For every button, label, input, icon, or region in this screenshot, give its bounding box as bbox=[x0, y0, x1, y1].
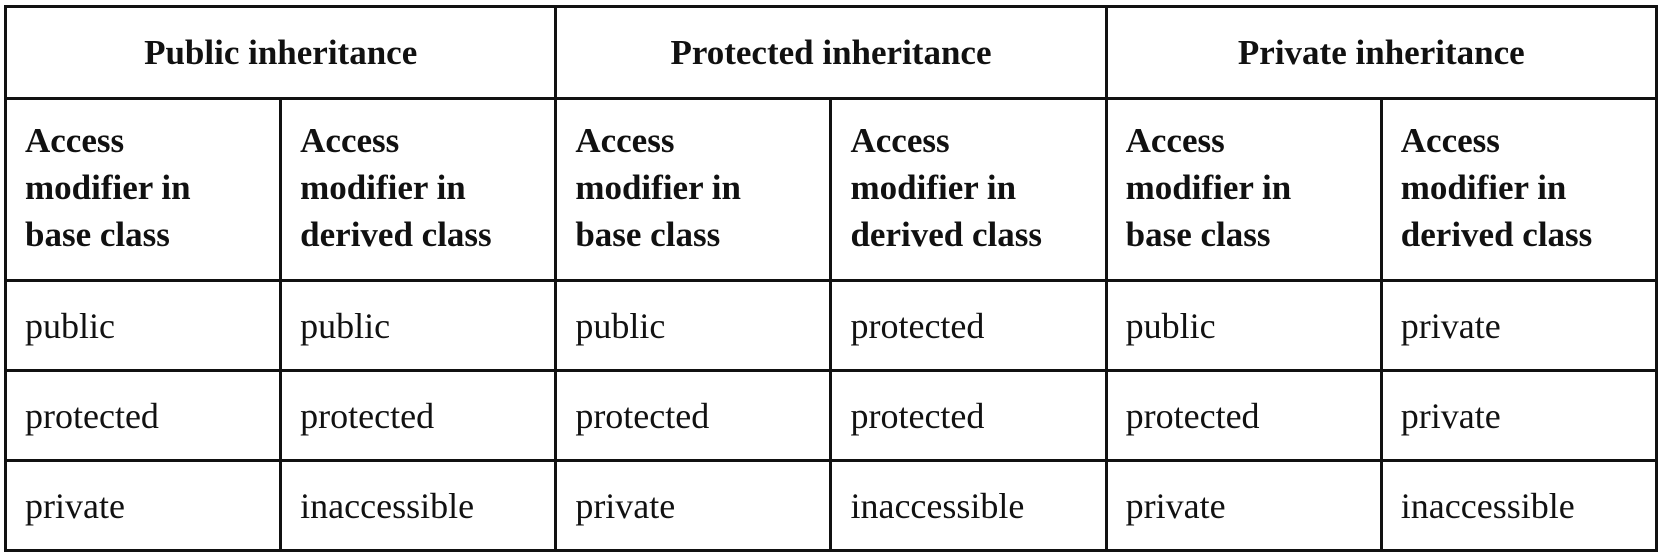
sub-header-private-base: Access modifier in base class bbox=[1104, 97, 1383, 282]
table-cell: public bbox=[1104, 279, 1383, 372]
table-cell: protected bbox=[1104, 369, 1383, 462]
sub-header-row: Access modifier in base class Access mod… bbox=[3, 97, 1658, 282]
group-header-row: Public inheritance Protected inheritance… bbox=[3, 5, 1658, 100]
table-row: public public public protected public pr… bbox=[3, 279, 1658, 372]
table-row: private inaccessible private inaccessibl… bbox=[3, 459, 1658, 552]
table-cell: public bbox=[554, 279, 833, 372]
table-cell: protected bbox=[279, 369, 558, 462]
table-cell: public bbox=[3, 279, 283, 372]
sub-header-protected-derived: Access modifier in derived class bbox=[829, 97, 1108, 282]
group-header-private: Private inheritance bbox=[1104, 5, 1658, 100]
sub-header-public-derived: Access modifier in derived class bbox=[279, 97, 558, 282]
table-cell: inaccessible bbox=[1379, 459, 1658, 552]
table-cell: private bbox=[554, 459, 833, 552]
table-cell: protected bbox=[829, 369, 1108, 462]
sub-header-public-base: Access modifier in base class bbox=[3, 97, 283, 282]
inheritance-access-table: Public inheritance Protected inheritance… bbox=[3, 5, 1658, 552]
table-cell: inaccessible bbox=[279, 459, 558, 552]
table-container: Public inheritance Protected inheritance… bbox=[3, 5, 1658, 552]
sub-header-protected-base: Access modifier in base class bbox=[554, 97, 833, 282]
table-cell: private bbox=[1379, 369, 1658, 462]
group-header-protected: Protected inheritance bbox=[554, 5, 1108, 100]
table-cell: inaccessible bbox=[829, 459, 1108, 552]
table-row: protected protected protected protected … bbox=[3, 369, 1658, 462]
table-cell: private bbox=[1379, 279, 1658, 372]
table-cell: private bbox=[3, 459, 283, 552]
table-cell: public bbox=[279, 279, 558, 372]
group-header-public: Public inheritance bbox=[3, 5, 558, 100]
table-cell: protected bbox=[554, 369, 833, 462]
table-cell: protected bbox=[829, 279, 1108, 372]
sub-header-private-derived: Access modifier in derived class bbox=[1379, 97, 1658, 282]
table-cell: protected bbox=[3, 369, 283, 462]
table-cell: private bbox=[1104, 459, 1383, 552]
